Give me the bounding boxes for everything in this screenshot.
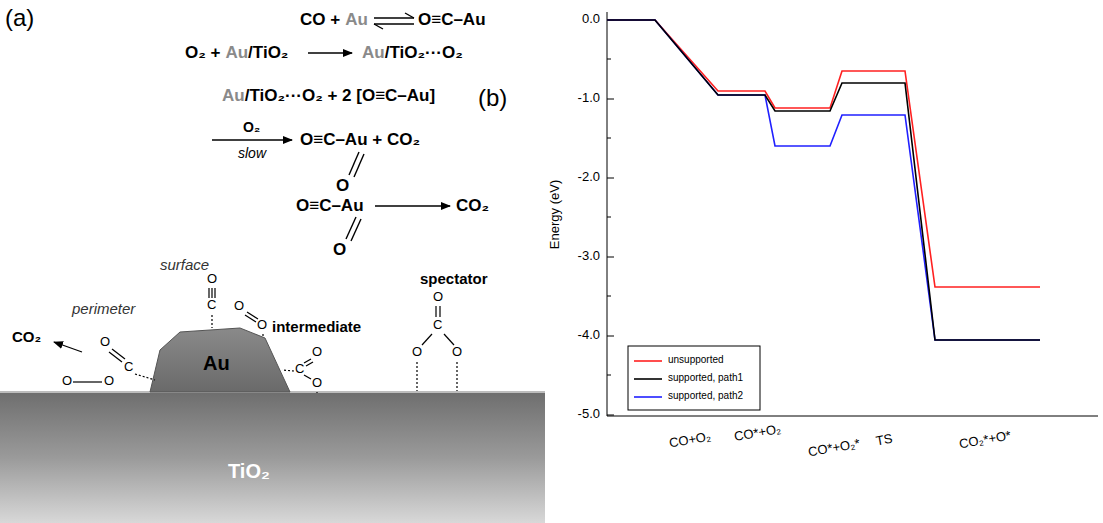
site-label: intermediate: [272, 318, 361, 335]
atom-label: O: [312, 345, 322, 360]
reaction-text: Au: [222, 86, 245, 106]
axis-category: CO+O₂: [668, 429, 712, 451]
atom-label: O: [207, 272, 217, 287]
axis-title: Energy (eV): [549, 179, 564, 248]
atom-label: C: [433, 318, 442, 333]
reaction-text: Au: [225, 43, 248, 63]
reaction-text: O≡C–Au: [418, 10, 486, 30]
atom-label: O: [333, 240, 346, 260]
atom-label: O: [312, 376, 322, 391]
reaction-text: /TiO₂: [248, 43, 288, 63]
axis-category: TS: [875, 431, 894, 449]
chart-axes: [607, 12, 1098, 416]
reaction-text: /TiO₂···O₂ + 2 [O≡C–Au]: [245, 86, 435, 106]
atom-label: O: [336, 176, 349, 196]
tick-label: -5.0: [578, 407, 600, 422]
energy-paths: [607, 20, 1040, 340]
panel-label: (b): [478, 84, 507, 112]
legend-box: [628, 346, 760, 410]
axis-category: CO₂*+O*: [958, 428, 1012, 452]
molecule-label: CO₂: [12, 328, 41, 345]
atom-label: O: [234, 299, 244, 314]
site-label: surface: [160, 256, 209, 273]
axis-category: CO*+O₂: [733, 422, 782, 445]
panel-label: (a): [5, 4, 34, 32]
legend-text: unsupported: [668, 354, 724, 366]
legend-text: supported, path1: [668, 372, 743, 384]
reaction-text: CO₂: [456, 196, 489, 216]
atom-label: O: [62, 374, 72, 389]
reaction-text: Au: [362, 43, 385, 63]
atom-label: O: [452, 345, 462, 360]
tio2-support: [0, 392, 545, 523]
site-label: spectator: [420, 270, 488, 287]
reaction-note: slow: [238, 145, 266, 161]
atom-label: O: [104, 374, 114, 389]
tick-label: -1.0: [578, 91, 600, 106]
reaction-text: O≡C–Au + CO₂: [300, 130, 420, 150]
atom-label: O: [100, 335, 110, 350]
au-particle: [150, 328, 290, 392]
atom-label: C: [207, 298, 216, 313]
atom-label: O: [257, 318, 267, 333]
reaction-text: O₂ +: [185, 43, 220, 63]
tick-label: -4.0: [578, 328, 600, 343]
molecule-bonds: [54, 288, 457, 393]
reaction-text: O₂: [243, 119, 260, 135]
atom-label: C: [124, 360, 133, 375]
reaction-text: Au: [345, 10, 368, 30]
atom-label: O: [412, 345, 422, 360]
tick-label: -2.0: [578, 170, 600, 185]
support-label: TiO₂: [228, 460, 270, 483]
reaction-text: O≡C–Au: [296, 196, 364, 216]
atom-label: O: [433, 290, 443, 305]
site-label: perimeter: [72, 300, 135, 317]
particle-label: Au: [203, 352, 230, 375]
legend-text: supported, path2: [668, 390, 743, 402]
reaction-text: CO +: [300, 10, 340, 30]
tick-label: 0.0: [582, 12, 600, 27]
reaction-text: /TiO₂···O₂: [385, 43, 463, 63]
tick-label: -3.0: [578, 249, 600, 264]
axis-category: CO*+O₂*: [807, 436, 861, 460]
atom-label: C: [295, 362, 304, 377]
